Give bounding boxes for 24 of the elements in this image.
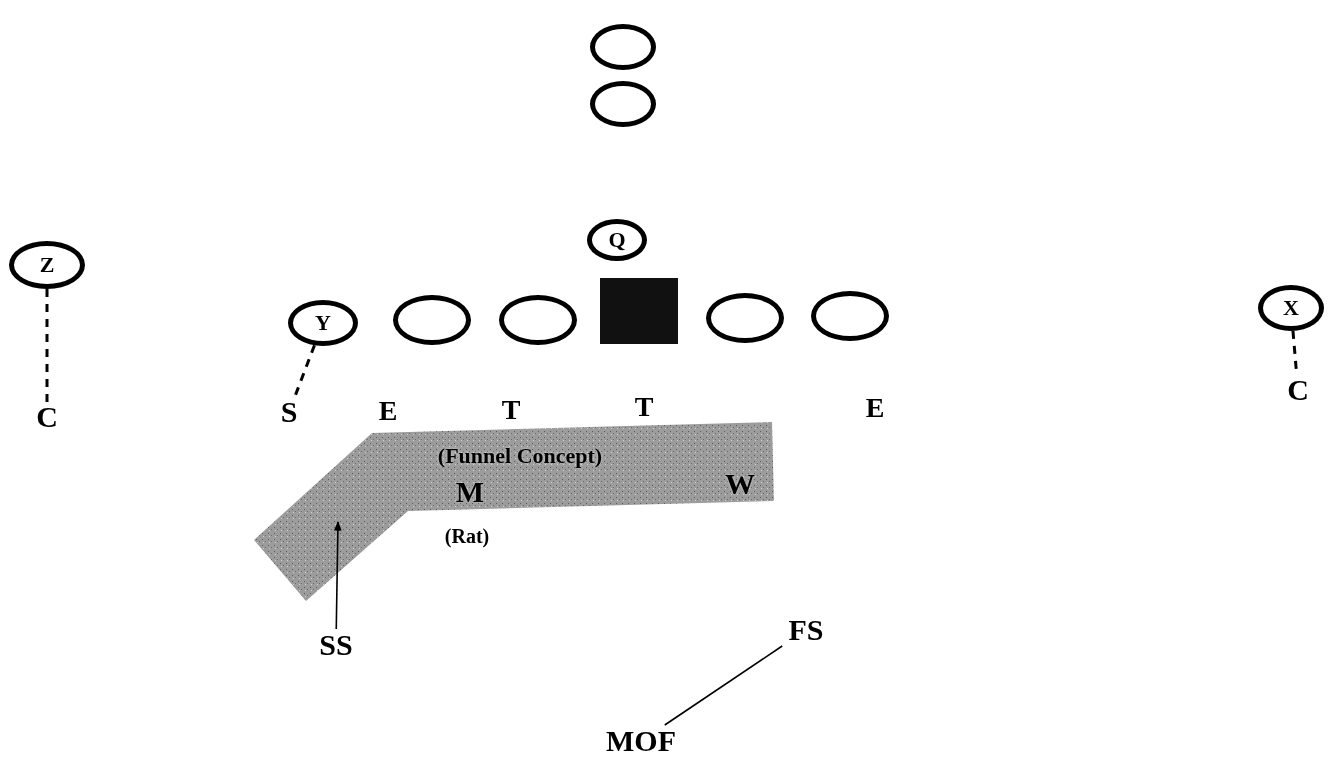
position-label: T	[634, 393, 654, 421]
position-label: SS	[311, 629, 361, 661]
position-label: E	[378, 397, 398, 425]
position-label: S	[277, 397, 301, 427]
position-label: C	[1285, 375, 1311, 405]
player-letter: M	[455, 477, 485, 507]
center-square	[600, 278, 678, 344]
position-label: MOF	[601, 725, 681, 757]
player-letter: Z	[39, 254, 55, 276]
player-letter: Y	[315, 312, 331, 334]
zone-label: (Funnel Concept)	[437, 445, 603, 467]
dashed-line	[293, 344, 316, 398]
player-letter: Q	[608, 229, 626, 251]
player-letter: W	[725, 469, 755, 499]
line	[664, 645, 783, 726]
position-label: C	[34, 402, 60, 432]
player-letter: X	[1283, 297, 1299, 319]
position-label: T	[501, 396, 521, 424]
position-label: (Rat)	[444, 526, 490, 546]
dashed-line	[45, 289, 49, 402]
position-label: E	[865, 394, 885, 422]
player-oval	[587, 219, 647, 261]
position-label: FS	[781, 614, 831, 646]
arrow	[334, 521, 342, 630]
